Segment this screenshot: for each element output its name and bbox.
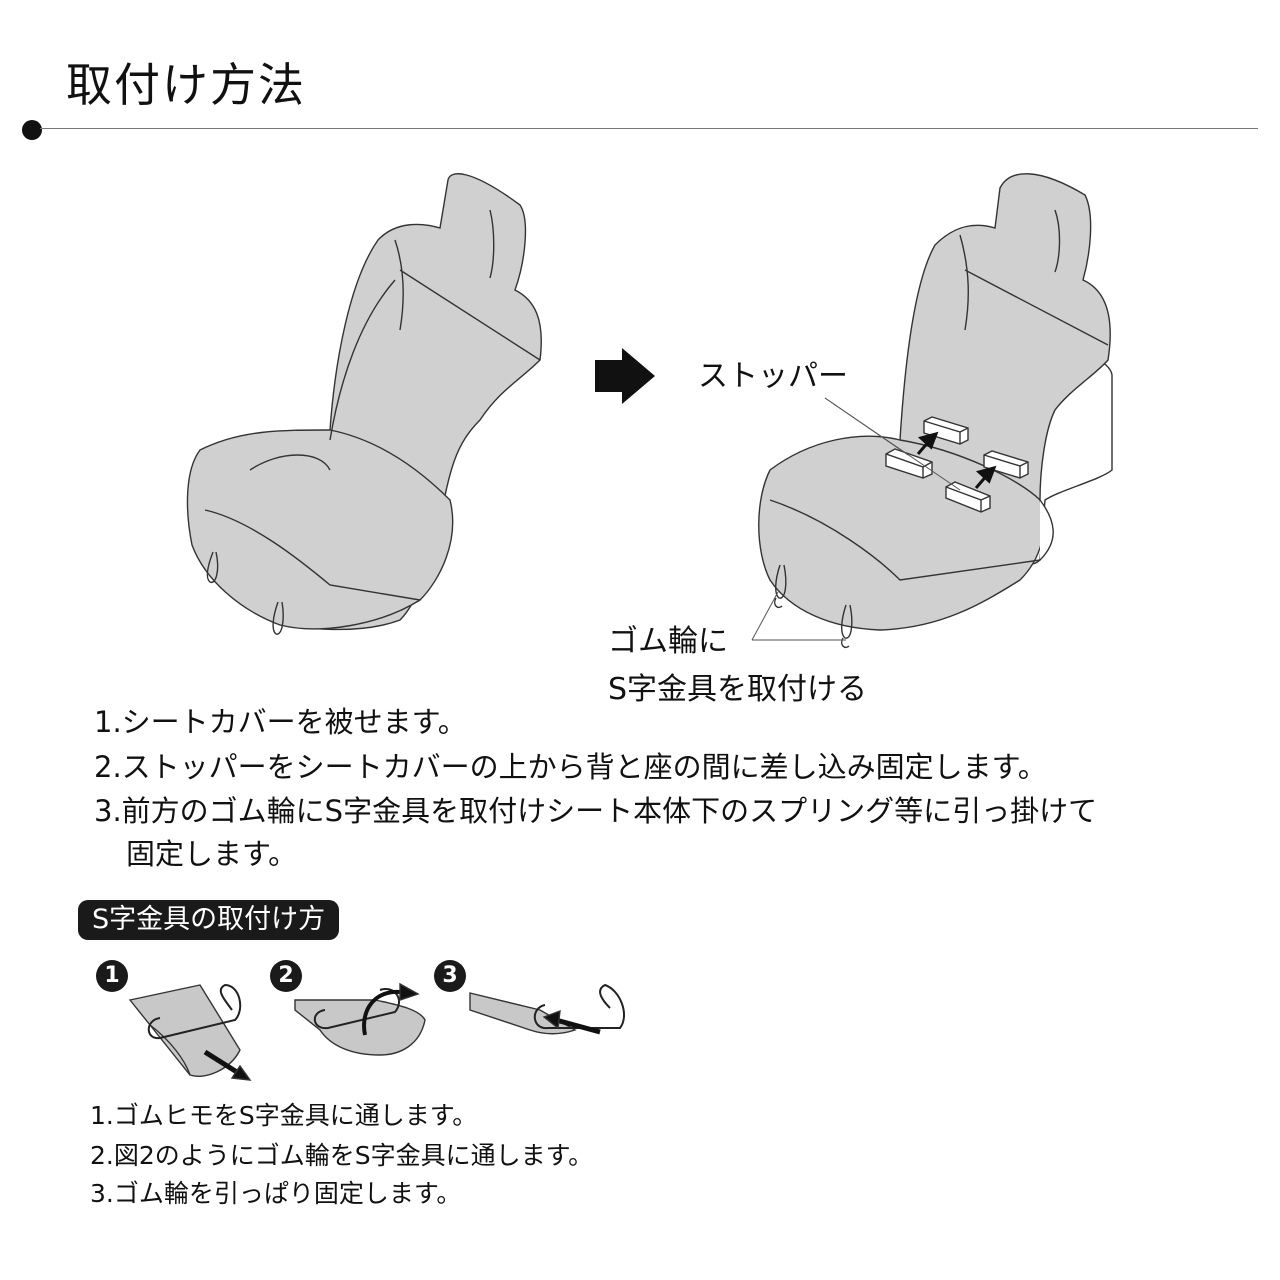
install-step-3-continued: 固定します。: [126, 837, 298, 871]
hook-label-line1: ゴム輪に: [608, 624, 728, 659]
figure-number-1: 1: [96, 960, 128, 992]
hook-figure-2: [294, 982, 426, 1056]
hook-figure-3: [469, 983, 625, 1035]
page-title: 取付け方法: [66, 58, 306, 112]
stopper-push-arrows: [916, 431, 997, 489]
stoppers-illustration: [885, 416, 1029, 513]
title-divider: [40, 128, 1258, 129]
seat-after-illustration: [758, 173, 1113, 649]
hook-step-3: 3.ゴム輪を引っぱり固定します。: [90, 1179, 462, 1208]
install-step-2: 2.ストッパーをシートカバーの上から背と座の間に差し込み固定します。: [94, 750, 1047, 784]
stopper-label: ストッパー: [698, 359, 848, 394]
title-bullet: [22, 120, 42, 140]
install-step-1: 1.シートカバーを被せます。: [94, 705, 467, 739]
transition-arrow-icon: [595, 348, 655, 404]
hook-figure-1: [128, 983, 252, 1081]
hook-section-badge: S字金具の取付け方: [78, 900, 340, 940]
figure-number-2: 2: [270, 960, 302, 992]
figure-number-3: 3: [434, 960, 466, 992]
leader-lines: [751, 397, 961, 641]
hook-step-2: 2.図2のようにゴム輪をS字金具に通します。: [90, 1141, 594, 1170]
hook-step-1: 1.ゴムヒモをS字金具に通します。: [90, 1101, 478, 1130]
install-step-3: 3.前方のゴム輪にS字金具を取付けシート本体下のスプリング等に引っ掛けて: [94, 794, 1098, 828]
hook-label-line2: S字金具を取付ける: [608, 672, 868, 707]
seat-before-illustration: [186, 173, 542, 635]
